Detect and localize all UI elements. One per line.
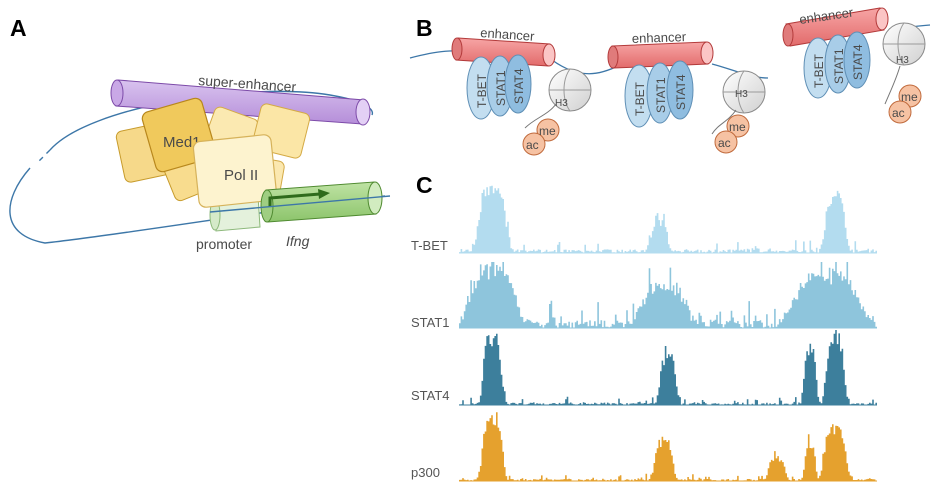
stat1-label-1: STAT1 bbox=[494, 70, 508, 106]
panel-a: A super-enhancer Med1 Po bbox=[9, 15, 391, 252]
track-stat4 bbox=[459, 330, 877, 406]
dna-strand-lower bbox=[209, 195, 391, 213]
me-mark-2 bbox=[726, 114, 750, 138]
histone-tail-2 bbox=[711, 109, 737, 135]
nucleosome-2-lines bbox=[723, 70, 765, 114]
enhancer-label-2: enhancer bbox=[632, 29, 687, 46]
track-label-stat4: STAT4 bbox=[411, 388, 450, 403]
me-label-2: me bbox=[729, 120, 746, 134]
me-mark-1 bbox=[536, 118, 560, 142]
track-stat1 bbox=[459, 262, 877, 329]
panel-b: B enhancer T-BET STAT1 STAT4 H3 me ac bbox=[409, 4, 931, 156]
ac-mark-1 bbox=[522, 132, 546, 156]
transcription-arrow-icon bbox=[268, 192, 321, 207]
tbet-label-2: T-BET bbox=[633, 81, 647, 116]
track-tbet bbox=[459, 185, 877, 254]
stat1-label-3: STAT1 bbox=[832, 48, 846, 84]
signal-area-stat4 bbox=[459, 330, 877, 405]
enhancer-label-1: enhancer bbox=[480, 25, 536, 44]
tbet-label-1: T-BET bbox=[475, 73, 489, 108]
enhancer-group-3: enhancer T-BET STAT1 STAT4 H3 me ac bbox=[782, 4, 926, 124]
signal-area-tbet bbox=[459, 185, 877, 253]
stat4-label-3: STAT4 bbox=[851, 44, 865, 80]
super-enhancer-label: super-enhancer bbox=[198, 72, 297, 95]
h3-label-1: H3 bbox=[555, 98, 568, 109]
signal-area-p300 bbox=[459, 412, 877, 481]
histone-tail-1 bbox=[524, 103, 557, 129]
me-label-1: me bbox=[539, 124, 556, 138]
ac-label-2: ac bbox=[718, 136, 731, 150]
nucleosome-3-lines bbox=[883, 22, 925, 66]
track-p300 bbox=[459, 412, 877, 482]
me-label-3: me bbox=[901, 90, 918, 104]
transcription-arrowhead-icon bbox=[318, 189, 330, 199]
histone-tail-3 bbox=[884, 65, 901, 105]
promoter-label: promoter bbox=[196, 236, 252, 252]
panel-label-b: B bbox=[416, 15, 433, 41]
stat4-label-1: STAT4 bbox=[512, 68, 526, 104]
track-label-stat1: STAT1 bbox=[411, 315, 450, 330]
track-label-tbet: T-BET bbox=[411, 238, 448, 253]
ac-label-1: ac bbox=[526, 138, 539, 152]
med1-label: Med1 bbox=[163, 134, 201, 151]
tbet-label-3: T-BET bbox=[812, 53, 826, 88]
signal-area-stat1 bbox=[459, 262, 877, 328]
ac-mark-3 bbox=[888, 100, 912, 124]
stat4-tf-1 bbox=[504, 54, 532, 114]
ac-mark-2 bbox=[714, 130, 738, 154]
panel-label-a: A bbox=[10, 15, 27, 41]
pol2-label: Pol II bbox=[224, 167, 258, 184]
stat4-label-2: STAT4 bbox=[674, 74, 688, 110]
panel-c: C T-BET STAT1 STAT4 p300 bbox=[411, 172, 877, 482]
dna-strand-dashed bbox=[37, 149, 51, 163]
ifng-label: Ifng bbox=[286, 233, 310, 249]
enhancer-group-1: enhancer T-BET STAT1 STAT4 H3 me ac bbox=[451, 25, 592, 156]
enhancer-group-2: enhancer T-BET STAT1 STAT4 H3 me ac bbox=[607, 29, 766, 154]
pol2-complex: Pol II bbox=[192, 134, 278, 208]
stat4-tf-3 bbox=[843, 31, 871, 89]
ac-label-3: ac bbox=[892, 106, 905, 120]
nucleosome-1-lines bbox=[549, 68, 591, 112]
track-label-p300: p300 bbox=[411, 465, 440, 480]
h3-label-3: H3 bbox=[896, 55, 909, 66]
panel-label-c: C bbox=[416, 172, 433, 198]
stat1-label-2: STAT1 bbox=[654, 77, 668, 113]
stat4-tf-2 bbox=[666, 60, 694, 120]
h3-label-2: H3 bbox=[735, 89, 748, 100]
